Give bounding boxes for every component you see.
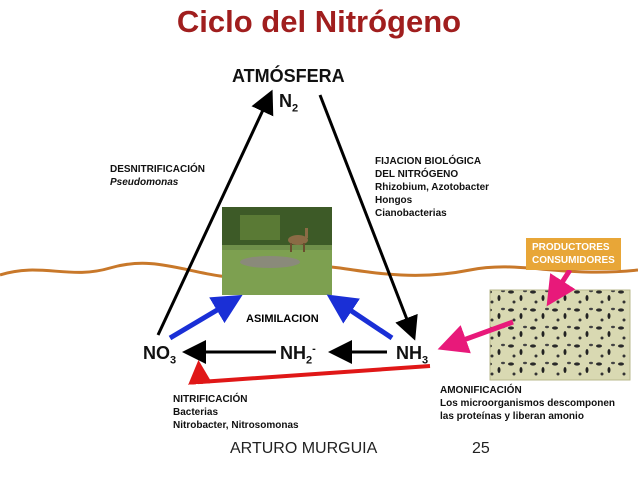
nh2-node: NH2-	[280, 343, 316, 367]
arrow-no3-to-n2	[156, 89, 274, 336]
arrow-nitrification	[188, 360, 431, 385]
arrow-assim-left	[168, 294, 243, 341]
amonificacion-label: AMONIFICACIÓN Los microorganismos descom…	[440, 385, 616, 422]
desnitrificacion-label: DESNITRIFICACIÓN Pseudomonas	[110, 164, 205, 188]
arrow-producers-to-bacteria	[546, 268, 576, 307]
no3-node: NO3	[143, 343, 177, 367]
arrow-assim-right	[326, 294, 394, 341]
bacteria-image	[489, 289, 631, 381]
page-number: 25	[472, 440, 490, 457]
atmosphere-label: ATMÓSFERA	[232, 66, 345, 86]
nh3-node: NH3	[396, 343, 429, 367]
asimilacion-label: ASIMILACION	[246, 313, 319, 325]
nitrificacion-label: NITRIFICACIÓN Bacterias Nitrobacter, Nit…	[173, 394, 299, 431]
productores-badge: PRODUCTORES CONSUMIDORES	[526, 238, 621, 270]
arrow-bacteria-to-nh3	[437, 319, 514, 354]
footer-author: ARTURO MURGUIA	[230, 440, 378, 457]
page-title: Ciclo del Nitrógeno	[176, 4, 462, 39]
landscape-photo	[222, 207, 332, 295]
arrow-n2-to-nh3	[318, 94, 418, 341]
n2-node: N2	[279, 91, 299, 115]
fijacion-label: FIJACION BIOLÓGICA DEL NITRÓGENO Rhizobi…	[375, 156, 490, 219]
